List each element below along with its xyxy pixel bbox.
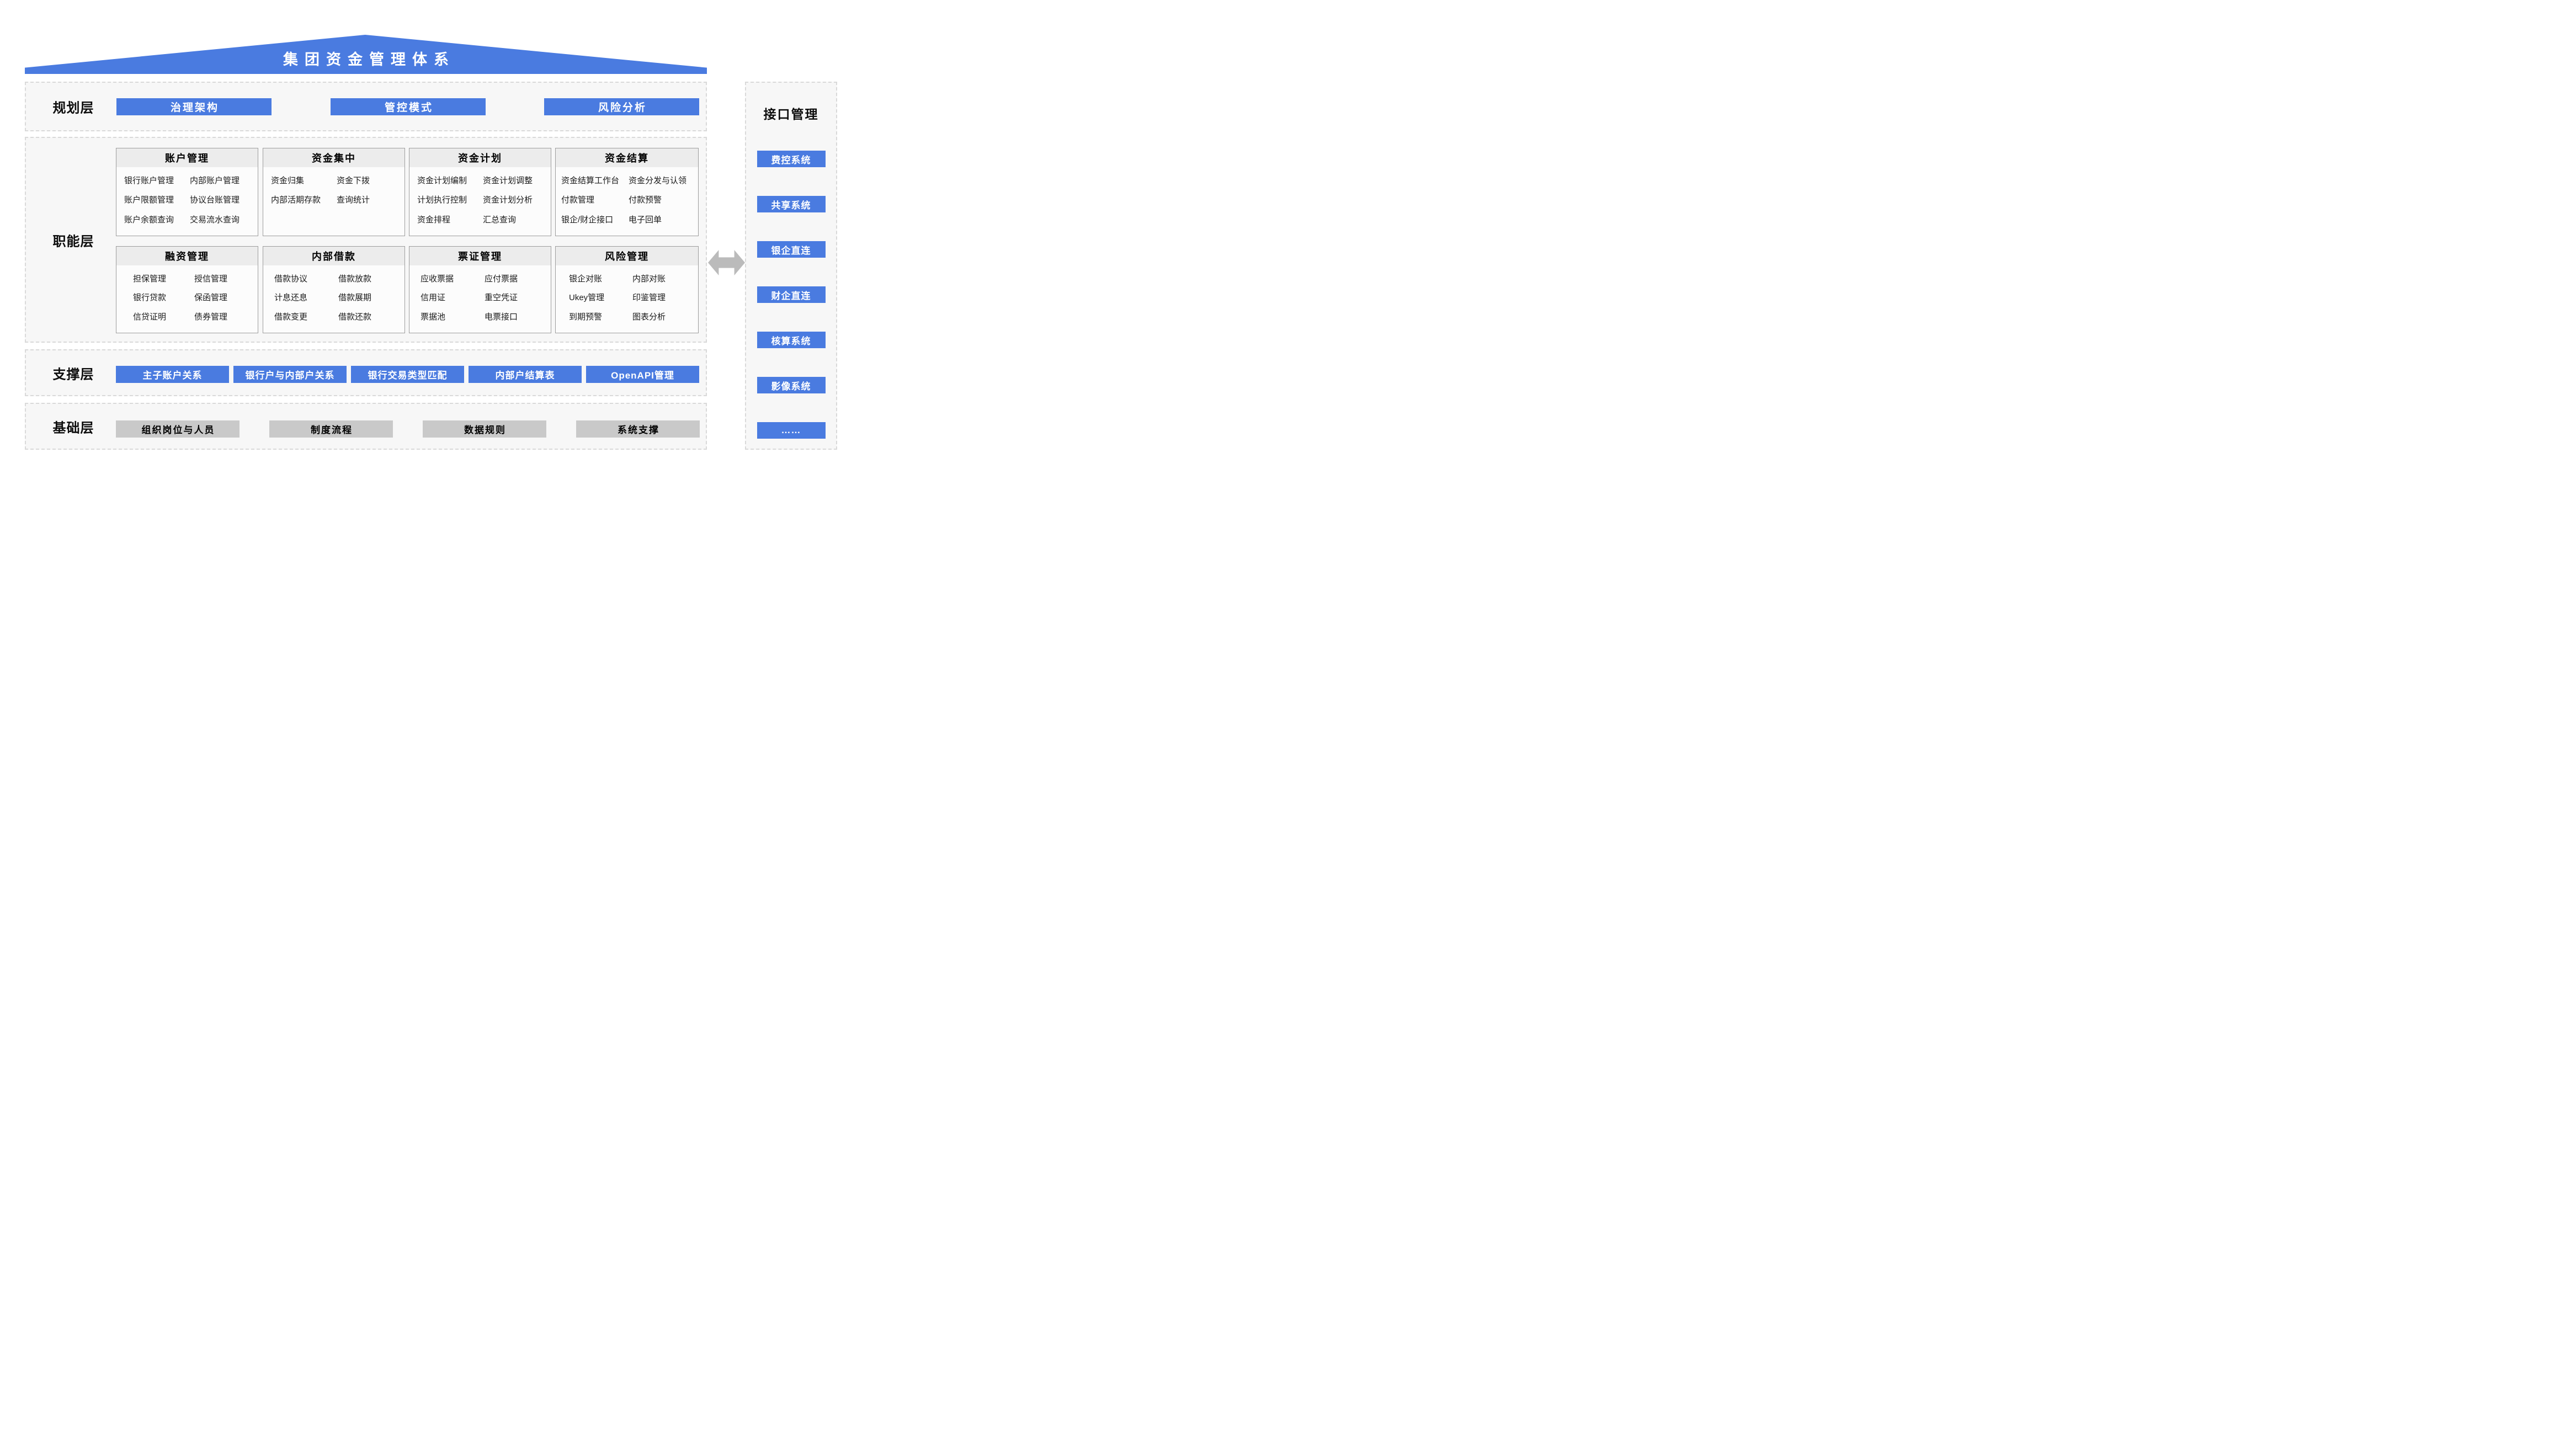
support-item-internal-settlement-table: 内部户结算表 <box>469 366 582 383</box>
func-item: 查询统计 <box>337 195 370 205</box>
func-item: 票据池 <box>421 312 446 322</box>
func-item: 资金计划调整 <box>483 176 533 186</box>
planning-item-risk-analysis: 风险分析 <box>544 98 699 115</box>
func-item: 内部对账 <box>632 274 666 284</box>
bidirectional-arrow-icon <box>708 250 745 275</box>
func-box-title: 融资管理 <box>116 247 258 265</box>
func-item: 付款管理 <box>561 195 595 205</box>
func-item: 借款变更 <box>274 312 308 322</box>
func-item: 借款协议 <box>274 274 308 284</box>
section-interface-panel: 接口管理 费控系统 共享系统 银企直连 财企直连 核算系统 影像系统 …… <box>745 82 837 450</box>
foundation-item-data-rules: 数据规则 <box>423 420 546 438</box>
func-item: 电子回单 <box>629 215 662 225</box>
func-item: 借款放款 <box>338 274 372 284</box>
func-item: 资金排程 <box>417 215 451 225</box>
page-title: 集团资金管理体系 <box>283 51 455 68</box>
func-box-title: 资金结算 <box>556 148 698 167</box>
func-item: 银企对账 <box>569 274 603 284</box>
func-box-title: 资金计划 <box>409 148 551 167</box>
func-item: 债券管理 <box>194 312 228 322</box>
interface-item-more-ellipsis: …… <box>757 422 826 439</box>
foundation-layer-label: 基础层 <box>52 420 94 435</box>
func-item: 银企/财企接口 <box>561 215 614 225</box>
interface-item-imaging-system: 影像系统 <box>757 377 826 393</box>
func-item: 计划执行控制 <box>417 195 467 205</box>
func-item: 资金分发与认领 <box>629 176 687 186</box>
foundation-item-policy-process: 制度流程 <box>269 420 393 438</box>
func-item: 信贷证明 <box>133 312 167 322</box>
planning-layer-label: 规划层 <box>52 100 94 116</box>
interface-item-bank-enterprise-direct: 银企直连 <box>757 241 826 258</box>
planning-item-governance: 治理架构 <box>116 98 272 115</box>
func-box-fund-planning: 资金计划 资金计划编制 资金计划调整 计划执行控制 资金计划分析 资金排程 汇总… <box>409 148 551 236</box>
func-box-fund-settlement: 资金结算 资金结算工作台 资金分发与认领 付款管理 付款预警 银企/财企接口 电… <box>555 148 699 236</box>
func-item: 内部账户管理 <box>190 176 240 186</box>
section-functional-layer: 职能层 账户管理 银行账户管理 内部账户管理 账户限额管理 协议台账管理 账户余… <box>25 137 707 343</box>
func-item: 汇总查询 <box>483 215 517 225</box>
foundation-item-org-positions-people: 组织岗位与人员 <box>116 420 239 438</box>
interface-item-finance-enterprise-direct: 财企直连 <box>757 286 826 303</box>
func-box-financing-mgmt: 融资管理 担保管理 授信管理 银行贷款 保函管理 信贷证明 债券管理 <box>116 246 258 333</box>
func-item: 计息还息 <box>274 293 308 303</box>
func-item: 保函管理 <box>194 293 228 303</box>
interface-panel-title: 接口管理 <box>763 107 819 121</box>
section-support-layer: 支撑层 主子账户关系 银行户与内部户关系 银行交易类型匹配 内部户结算表 Ope… <box>25 349 707 396</box>
func-box-title: 内部借款 <box>263 247 405 265</box>
support-item-master-sub-account: 主子账户关系 <box>116 366 229 383</box>
func-item: 担保管理 <box>133 274 167 284</box>
func-item: 账户余额查询 <box>124 215 174 225</box>
func-item: 授信管理 <box>194 274 228 284</box>
func-item: Ukey管理 <box>569 293 605 303</box>
func-box-title: 资金集中 <box>263 148 405 167</box>
interface-item-accounting-system: 核算系统 <box>757 332 826 348</box>
func-item: 银行贷款 <box>133 293 167 303</box>
functional-layer-label: 职能层 <box>52 234 94 249</box>
func-item: 应收票据 <box>421 274 454 284</box>
section-planning-layer: 规划层 治理架构 管控模式 风险分析 <box>25 82 707 131</box>
func-item: 到期预警 <box>569 312 603 322</box>
support-layer-label: 支撑层 <box>52 367 94 382</box>
func-item: 图表分析 <box>632 312 666 322</box>
func-item: 资金归集 <box>271 176 305 186</box>
func-item: 信用证 <box>421 293 446 303</box>
func-item: 重空凭证 <box>485 293 518 303</box>
interface-item-expense-control-system: 费控系统 <box>757 151 826 167</box>
func-item: 银行账户管理 <box>124 176 174 186</box>
section-foundation-layer: 基础层 组织岗位与人员 制度流程 数据规则 系统支撑 <box>25 403 707 450</box>
func-item: 借款还款 <box>338 312 372 322</box>
func-item: 借款展期 <box>338 293 372 303</box>
func-box-title: 风险管理 <box>556 247 698 265</box>
support-item-openapi-mgmt: OpenAPI管理 <box>586 366 699 383</box>
support-item-bank-internal-relation: 银行户与内部户关系 <box>233 366 347 383</box>
func-box-title: 票证管理 <box>409 247 551 265</box>
func-box-fund-centralization: 资金集中 资金归集 资金下拨 内部活期存款 查询统计 <box>263 148 405 236</box>
func-item: 协议台账管理 <box>190 195 240 205</box>
func-item: 资金结算工作台 <box>561 176 620 186</box>
architecture-diagram: 集团资金管理体系 规划层 治理架构 管控模式 风险分析 职能层 账户管理 银行账… <box>0 0 859 483</box>
func-item: 资金计划编制 <box>417 176 467 186</box>
func-item <box>271 210 337 229</box>
roof-banner: 集团资金管理体系 <box>25 35 707 74</box>
func-box-risk-mgmt: 风险管理 银企对账 内部对账 Ukey管理 印鉴管理 到期预警 图表分析 <box>555 246 699 333</box>
func-item: 账户限额管理 <box>124 195 174 205</box>
func-box-account-mgmt: 账户管理 银行账户管理 内部账户管理 账户限额管理 协议台账管理 账户余额查询 … <box>116 148 258 236</box>
func-item: 应付票据 <box>485 274 518 284</box>
func-box-bill-certificate-mgmt: 票证管理 应收票据 应付票据 信用证 重空凭证 票据池 电票接口 <box>409 246 551 333</box>
func-box-title: 账户管理 <box>116 148 258 167</box>
func-box-internal-loan: 内部借款 借款协议 借款放款 计息还息 借款展期 借款变更 借款还款 <box>263 246 405 333</box>
func-item: 资金计划分析 <box>483 195 533 205</box>
func-item: 内部活期存款 <box>271 195 321 205</box>
func-item: 付款预警 <box>629 195 662 205</box>
func-item: 交易流水查询 <box>190 215 240 225</box>
interface-item-shared-system: 共享系统 <box>757 196 826 212</box>
func-item: 印鉴管理 <box>632 293 666 303</box>
func-item: 资金下拨 <box>337 176 370 186</box>
foundation-item-system-support: 系统支撑 <box>576 420 700 438</box>
support-item-bank-transaction-match: 银行交易类型匹配 <box>351 366 464 383</box>
planning-item-control-mode: 管控模式 <box>331 98 486 115</box>
func-item: 电票接口 <box>485 312 518 322</box>
func-item <box>337 210 402 229</box>
